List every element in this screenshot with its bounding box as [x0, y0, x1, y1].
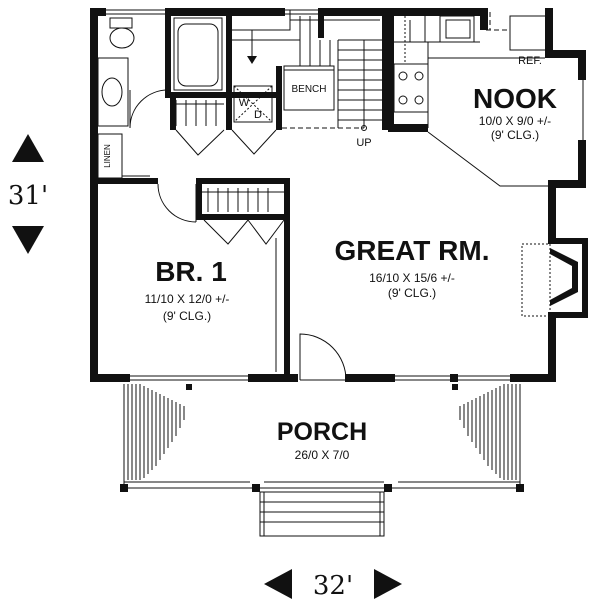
arrow-down-icon [12, 226, 44, 254]
washer-label: W [239, 97, 250, 109]
fixtures [97, 9, 584, 381]
dryer-label: D [254, 109, 262, 121]
ref-label: REF. [518, 55, 542, 67]
bench-label: BENCH [291, 84, 326, 95]
nook-name: NOOK [473, 83, 557, 114]
great-room-ceiling: (9' CLG.) [388, 286, 436, 300]
walls [90, 8, 588, 382]
bedroom-size: 11/10 X 12/0 +/- [145, 292, 230, 306]
dimension-arrows [12, 134, 402, 599]
bedroom-ceiling: (9' CLG.) [163, 309, 211, 323]
porch-size: 26/0 X 7/0 [295, 448, 350, 462]
depth-dimension: 31' [8, 181, 48, 211]
arrow-right-icon [374, 569, 402, 599]
arrow-up-icon [12, 134, 44, 162]
dimension-labels: 31' 32' [8, 181, 353, 601]
bedroom-name: BR. 1 [155, 256, 227, 287]
width-dimension: 32' [313, 571, 353, 601]
up-label: UP [356, 137, 371, 149]
porch [120, 384, 524, 537]
arrow-left-icon [264, 569, 292, 599]
great-room-size: 16/10 X 15/6 +/- [369, 271, 455, 285]
great-room-name: GREAT RM. [334, 235, 489, 266]
linen-label: LINEN [103, 144, 112, 168]
room-labels: NOOK 10/0 X 9/0 +/- (9' CLG.) GREAT RM. … [103, 55, 557, 462]
porch-name: PORCH [277, 418, 367, 446]
nook-ceiling: (9' CLG.) [491, 128, 539, 142]
nook-size: 10/0 X 9/0 +/- [479, 114, 551, 128]
